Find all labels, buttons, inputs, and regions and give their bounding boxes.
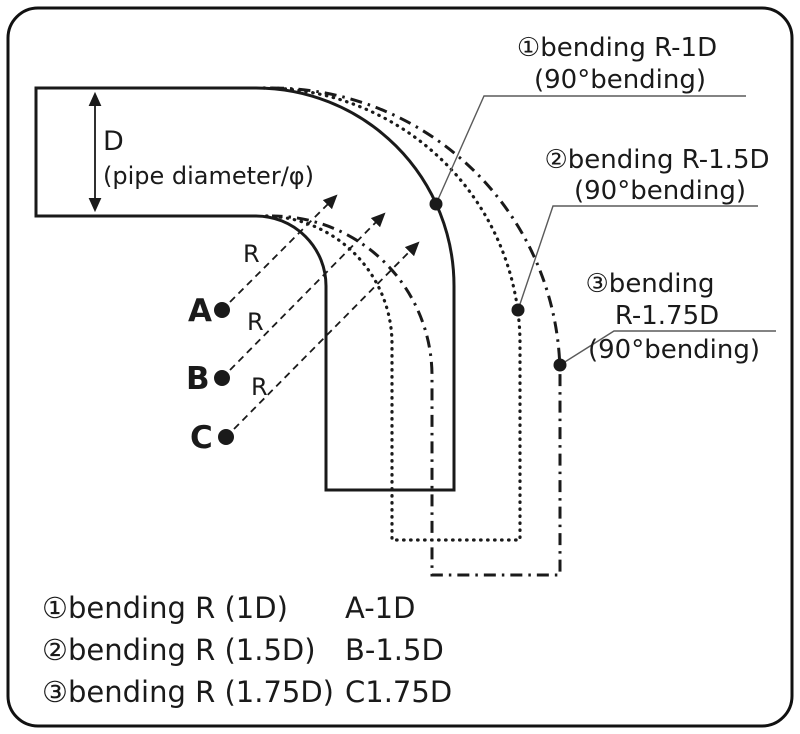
point-a-label: A — [188, 293, 212, 329]
callout-1-dot — [429, 197, 443, 211]
callout-3-leader-line — [559, 330, 776, 366]
pipe-outline-solid — [34, 86, 456, 492]
callout-2-line1: ②bending R-1.5D — [544, 145, 769, 175]
pipe-bend-1-75d-dashdot — [271, 86, 562, 577]
center-point-a — [214, 302, 230, 318]
diameter-sublabel: (pipe diameter/φ) — [103, 162, 314, 190]
callout-3-dot — [553, 358, 567, 372]
callout-1-leader-line — [435, 95, 746, 205]
legend: ①bending R (1D) A-1D ②bending R (1.5D) B… — [42, 591, 452, 709]
point-c-label: C — [190, 420, 213, 456]
legend-row-2-label: ②bending R (1.5D) — [42, 633, 316, 667]
center-point-b — [214, 370, 230, 386]
legend-row-1-label: ①bending R (1D) — [42, 591, 288, 625]
radius-r-label-1: R — [243, 240, 260, 268]
callout-2-leader-line — [517, 205, 758, 311]
callout-3-line1: ③bending — [586, 269, 715, 299]
legend-row-3-code: C1.75D — [345, 675, 452, 709]
radius-arrow-c — [233, 241, 420, 430]
callout-2-line2: (90°bending) — [574, 176, 746, 206]
diameter-label: D — [103, 126, 124, 157]
radius-arrow-a — [229, 194, 338, 303]
callout-3-line2: R-1.75D — [615, 301, 719, 331]
center-point-c — [218, 429, 234, 445]
callout-1-line1: ①bending R-1D — [517, 33, 717, 63]
callout-3-line3: (90°bending) — [588, 335, 760, 365]
legend-row-3-label: ③bending R (1.75D) — [42, 675, 334, 709]
radius-r-label-2: R — [247, 308, 264, 336]
callout-2-dot — [511, 303, 525, 317]
callout-1-line2: (90°bending) — [534, 65, 706, 95]
radius-arrow-b — [229, 212, 386, 371]
diagram-border — [6, 6, 794, 728]
point-b-label: B — [186, 361, 210, 397]
radius-r-label-3: R — [251, 373, 268, 401]
legend-row-2-code: B-1.5D — [345, 633, 444, 667]
legend-row-1-code: A-1D — [345, 591, 415, 625]
